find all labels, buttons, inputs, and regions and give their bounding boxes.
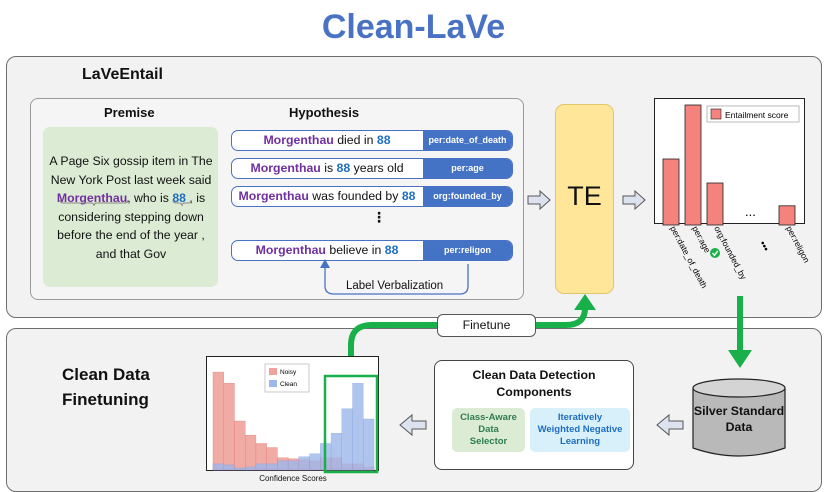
hypothesis-number: 88 (336, 161, 351, 175)
premise-text-before: A Page Six gossip item in The New York P… (49, 154, 213, 187)
hypothesis-text: Morgenthau was founded by 88 (232, 187, 422, 206)
noisy-legend-label: Noisy (280, 369, 297, 376)
to-te-arrow (527, 189, 551, 211)
te-to-chart-arrow (622, 189, 646, 211)
iteratively-weighted-negative-learning: Iteratively Weighted Negative Learning (530, 408, 630, 452)
hypothesis-row: Morgenthau believe in 88 per:religon (231, 240, 513, 261)
entailment-bar (684, 104, 702, 226)
silver-cylinder-top (692, 378, 786, 398)
number-brace (172, 199, 192, 207)
entity-brace (59, 199, 129, 207)
hypothesis-header: Hypothesis (289, 105, 360, 120)
entailment-legend-swatch (710, 108, 722, 120)
silver-line2: Data (725, 420, 753, 434)
hypothesis-entity: Morgenthau (263, 133, 334, 147)
finetune-label: Finetune (437, 314, 536, 337)
silver-to-ccd-arrow (656, 413, 684, 437)
hypothesis-row: Morgenthau died in 88 per:date_of_death (231, 130, 513, 151)
check-circle-icon (710, 248, 720, 258)
lave-entail-title: LaVeEntail (82, 66, 163, 83)
hypothesis-number: 88 (376, 133, 391, 147)
hypothesis-entity: Morgenthau (238, 189, 309, 203)
hypothesis-entity: Morgenthau (255, 243, 326, 257)
te-label: TE (567, 181, 602, 211)
ccd-title-line1: Clean Data Detection (472, 368, 596, 382)
relation-tag: per:age (423, 159, 512, 178)
clean-data-title-line2: Finetuning (62, 390, 149, 409)
entailment-legend-label: Entailment score (725, 110, 789, 120)
premise-text-middle: , who is (127, 191, 173, 206)
clean-data-finetuning-title: Clean Data Finetuning (62, 362, 150, 412)
hypothesis-verb: died in (333, 133, 377, 147)
entailment-chart-svg: Entailment score ... (662, 104, 800, 226)
cads-line: Class-Aware (460, 412, 517, 423)
cads-line: Data (478, 424, 499, 435)
hypothesis-number: 88 (384, 243, 399, 257)
ccd-title: Clean Data Detection Components (438, 367, 630, 401)
silver-line1: Silver Standard (693, 404, 785, 418)
clean-legend-swatch (269, 380, 277, 387)
hypothesis-verb: is (320, 161, 337, 175)
entailment-score-chart: Entailment score ... (654, 98, 805, 226)
iwnl-line: Iteratively (557, 412, 603, 423)
page-title: Clean-LaVe (321, 8, 506, 46)
hypothesis-number: 88 (401, 189, 416, 203)
label-verbalization-label: Label Verbalization (346, 280, 444, 292)
label-verbalization-curve (324, 264, 469, 295)
noisy-legend-swatch (269, 368, 277, 375)
label-verbalization-arrowhead (320, 259, 330, 268)
te-model-box (555, 104, 614, 294)
iwnl-line: Weighted Negative (537, 424, 623, 435)
premise-text: A Page Six gossip item in The New York P… (47, 152, 215, 264)
relation-tag: org:founded_by (423, 187, 512, 206)
hypothesis-row: Morgenthau was founded by 88 org:founded… (231, 186, 513, 207)
iwnl-line: Learning (559, 436, 601, 447)
hypothesis-row: Morgenthau is 88 years old per:age (231, 158, 513, 179)
vertical-ellipsis: ⋮ (372, 209, 386, 225)
relation-tag: per:religon (423, 241, 512, 260)
gap-ellipsis: ... (745, 204, 756, 219)
finetune-curve (348, 307, 588, 376)
ccd-to-chart-arrow (399, 413, 427, 437)
premise-text-after: , is considering stepping down before th… (57, 191, 206, 261)
cads-line: Selector (469, 436, 508, 447)
silver-cylinder-body (692, 388, 786, 457)
clean-bar (363, 418, 375, 471)
premise-entity: Morgenthau (56, 191, 128, 206)
silver-standard-label: Silver Standard Data (693, 403, 785, 435)
entailment-bar (662, 158, 680, 226)
hypothesis-verb: believe in (325, 243, 385, 257)
clean-data-title-line1: Clean Data (62, 365, 150, 384)
entailment-bar (706, 182, 724, 226)
premise-box (43, 127, 218, 287)
confidence-xlabel: Confidence Scores (259, 474, 327, 483)
hypothesis-text: Morgenthau believe in 88 (232, 241, 422, 260)
ccd-title-line2: Components (496, 385, 572, 399)
clean-legend-label: Clean (280, 381, 297, 388)
hypothesis-text: Morgenthau is 88 years old (232, 159, 422, 178)
entailment-legend-box (706, 105, 800, 123)
finetune-arrowhead (574, 294, 596, 310)
premise-header: Premise (104, 105, 155, 120)
entailment-bar (778, 205, 796, 226)
hypothesis-text: Morgenthau died in 88 (232, 131, 422, 150)
relation-tag: per:date_of_death (423, 131, 512, 150)
hypothesis-suffix: years old (350, 161, 404, 175)
hypothesis-verb: was founded by (308, 189, 402, 203)
premise-number: 88 (172, 191, 186, 206)
clean-region-box (323, 374, 379, 474)
hypothesis-entity: Morgenthau (250, 161, 321, 175)
to-silver-arrowhead (728, 350, 752, 368)
class-aware-data-selector: Class-Aware Data Selector (452, 408, 525, 452)
